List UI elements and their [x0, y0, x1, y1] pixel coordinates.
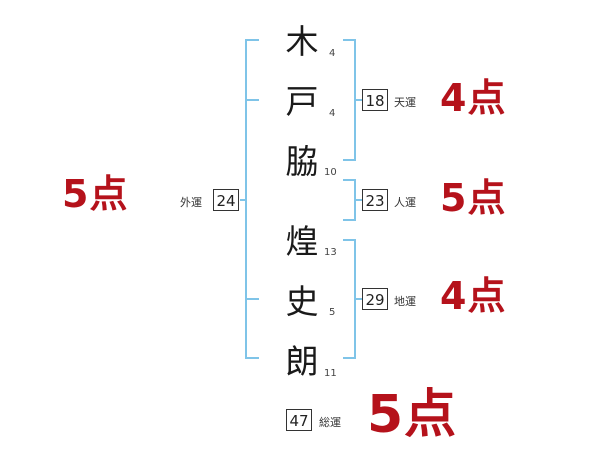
so-value-box: 47 — [286, 409, 312, 431]
stroke-count-1: 4 — [329, 48, 336, 59]
outer-bracket — [245, 39, 259, 359]
chi-label: 地運 — [394, 295, 416, 308]
name-char-3: 脇 — [285, 142, 319, 181]
so-score: 5点 — [367, 385, 458, 445]
gai-label: 外運 — [180, 196, 202, 209]
stroke-count-2: 4 — [329, 108, 336, 119]
ten-score: 4点 — [440, 76, 507, 120]
gai-score: 5点 — [62, 172, 129, 216]
stroke-count-3: 10 — [324, 167, 337, 178]
jin-value-box: 23 — [362, 189, 388, 211]
name-char-5: 史 — [285, 282, 319, 321]
so-label: 総運 — [319, 416, 341, 429]
gai-value-box: 24 — [213, 189, 239, 211]
ten-value-box: 18 — [362, 89, 388, 111]
name-char-6: 朗 — [285, 342, 319, 381]
stroke-count-4: 13 — [324, 247, 337, 258]
stroke-count-6: 11 — [324, 368, 337, 379]
jin-label: 人運 — [394, 196, 416, 209]
chi-score: 4点 — [440, 274, 507, 318]
name-char-4: 煌 — [285, 222, 319, 261]
ten-label: 天運 — [394, 96, 416, 109]
jin-score: 5点 — [440, 176, 507, 220]
stroke-count-5: 5 — [329, 307, 336, 318]
chi-bracket — [343, 239, 356, 359]
ten-bracket — [343, 39, 356, 161]
chi-value-box: 29 — [362, 288, 388, 310]
name-char-2: 戸 — [285, 82, 319, 121]
name-char-1: 木 — [285, 22, 319, 61]
jin-bracket — [343, 179, 356, 221]
